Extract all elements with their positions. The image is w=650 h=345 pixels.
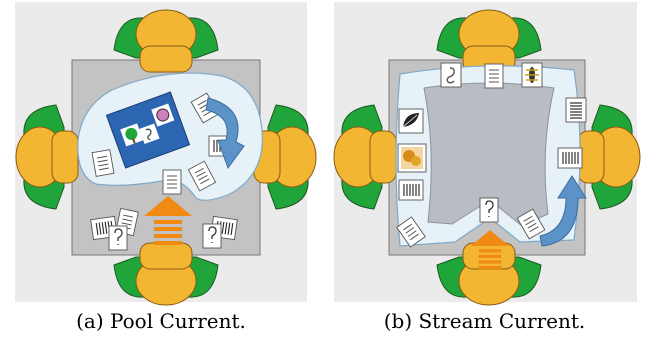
- hook-card-icon: [440, 62, 462, 88]
- photo-card-icon: [397, 143, 427, 173]
- caption-pool-current: (a) Pool Current.: [76, 309, 246, 333]
- document-icon: [162, 169, 182, 195]
- pool-flow-arrow: [205, 97, 245, 170]
- barcode-card-icon: [557, 147, 583, 169]
- barcode-card-icon: [565, 97, 587, 123]
- question-document-icon: [202, 223, 222, 249]
- panel-b-stream-current: [333, 2, 641, 306]
- question-document-icon: [479, 197, 499, 223]
- question-document-icon: [108, 225, 128, 251]
- photo-card-icon: [105, 91, 191, 169]
- insect-icon: [521, 62, 543, 88]
- leaf-icon: [398, 108, 424, 134]
- caption-stream-current: (b) Stream Current.: [383, 309, 586, 333]
- barcode-card-icon: [398, 179, 424, 201]
- document-icon: [484, 63, 504, 89]
- document-icon: [91, 149, 115, 177]
- stream-flow-arrow: [539, 175, 587, 247]
- panel-a-pool-current: [15, 2, 317, 306]
